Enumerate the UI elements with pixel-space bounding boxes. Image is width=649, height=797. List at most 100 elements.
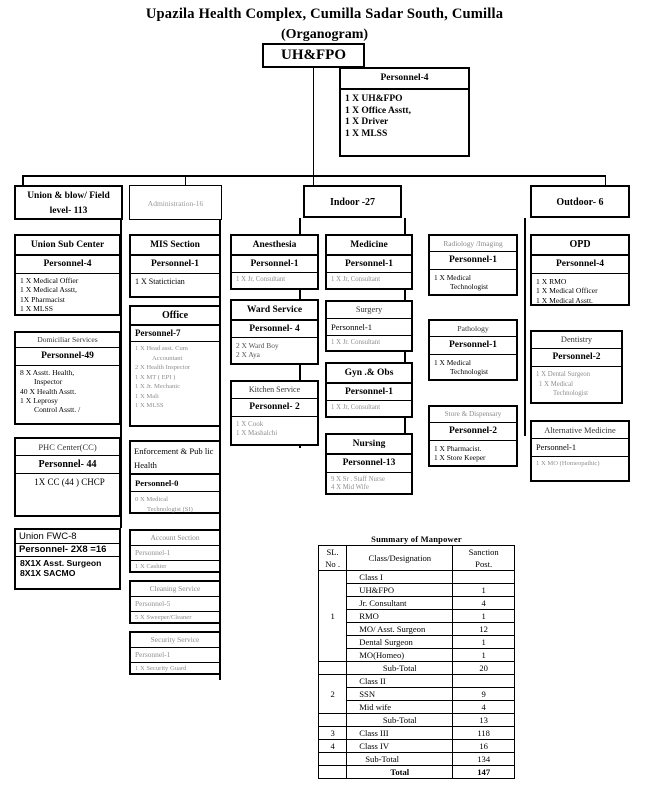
list-item: 8 X Asstt. Health, bbox=[20, 368, 75, 377]
list-item: 1 X MLSS bbox=[135, 402, 164, 410]
branch-box-administration[interactable]: Administration-16 bbox=[129, 185, 222, 220]
summary-table: SL. Class/Designation Sanction No . Post… bbox=[317, 545, 515, 779]
card-personnel: Personnel-7 bbox=[131, 326, 219, 342]
card-list: 5 X Sweeper/Cleaner bbox=[131, 612, 219, 624]
card-domiciliary-services[interactable]: Domiciliar Services Personnel-49 8 X Ass… bbox=[14, 331, 121, 425]
card-kitchen-service[interactable]: Kitchen Service Personnel- 2 1 X Cook 1 … bbox=[230, 380, 319, 446]
card-security-service[interactable]: Security Service Personnel-1 1 X Securit… bbox=[129, 631, 221, 675]
card-ward-service[interactable]: Ward Service Personnel- 4 2 X Ward Boy 2… bbox=[230, 299, 319, 365]
list-item: 1 X Dental Surgeon bbox=[536, 371, 591, 378]
card-office[interactable]: Office Personnel-7 1 X Head asst. Cum Ac… bbox=[129, 305, 221, 427]
list-item: 1 X Head asst. Cum bbox=[135, 345, 188, 352]
cell-post: 1 bbox=[452, 609, 515, 623]
connector-drop-union bbox=[22, 175, 24, 185]
cell-post: 134 bbox=[452, 752, 515, 766]
card-union-fwc[interactable]: Union FWC-8 Personnel- 2X8 =16 8X1X Asst… bbox=[14, 528, 121, 590]
cell-post: 12 bbox=[452, 622, 515, 636]
card-enforcement-public-health[interactable]: Enforcement & Pub lic Health Personnel-0… bbox=[129, 440, 221, 514]
list-item: 1 X Mali bbox=[135, 392, 159, 400]
list-item: 1 X RMO bbox=[536, 277, 567, 286]
card-title: Pathology bbox=[430, 321, 516, 337]
card-list: 8 X Asstt. Health, Inspector 40 X Health… bbox=[16, 366, 119, 416]
cell-post: 1 bbox=[452, 635, 515, 649]
list-item: 2 X Aya bbox=[236, 350, 260, 360]
list-item: 1 X Medical Offier bbox=[20, 276, 79, 285]
cell-sl: 4 bbox=[317, 739, 348, 753]
list-item: 1 X MLSS bbox=[345, 128, 388, 139]
branch-box-outdoor[interactable]: Outdoor- 6 bbox=[530, 185, 630, 218]
card-union-sub-center[interactable]: Union Sub Center Personnel-4 1 X Medical… bbox=[14, 234, 121, 316]
card-account-section[interactable]: Account Section Personnel-1 1 X Cashier bbox=[129, 529, 221, 573]
card-personnel: Personnel-1 bbox=[327, 319, 411, 336]
card-list: 1 X Jr, Consultant bbox=[327, 401, 411, 414]
card-list: 9 X Sr . Staff Nurse 4 X Mid Wife bbox=[327, 473, 411, 495]
cell-label: Jr. Consultant bbox=[346, 596, 454, 610]
summary-table-wrap: Summary of Manpower SL. Class/Designatio… bbox=[317, 534, 515, 779]
card-medicine[interactable]: Medicine Personnel-1 1 X Jr, Consultant bbox=[325, 234, 413, 290]
card-nursing[interactable]: Nursing Personnel-13 9 X Sr . Staff Nurs… bbox=[325, 433, 413, 495]
card-gyn-obs[interactable]: Gyn .& Obs Personnel-1 1 X Jr, Consultan… bbox=[325, 362, 413, 418]
card-personnel: Personnel-4 bbox=[532, 256, 628, 274]
card-title: Account Section bbox=[131, 531, 219, 546]
card-anesthesia[interactable]: Anesthesia Personnel-1 1 X Jr, Consultan… bbox=[230, 234, 319, 290]
cell-label: Mid wife bbox=[346, 700, 454, 714]
card-title: Union FWC-8 bbox=[16, 530, 119, 544]
root-box-uhfpo[interactable]: UH&FPO bbox=[262, 43, 365, 68]
card-personnel: Personnel-2 bbox=[430, 423, 516, 441]
card-alternative-medicine[interactable]: Alternative Medicine Personnel-1 1 X MO … bbox=[530, 420, 630, 482]
list-item: 1 X Jr. Mechanic bbox=[135, 383, 181, 391]
list-item: 1 X MLSS bbox=[20, 303, 53, 313]
branch-box-indoor[interactable]: Indoor -27 bbox=[303, 185, 402, 218]
cell-label: MO(Homeo) bbox=[346, 648, 454, 662]
branch-box-union[interactable]: Union & blow/ Field level- 113 bbox=[14, 185, 123, 220]
card-personnel: Personnel-0 bbox=[131, 475, 219, 492]
list-item: 1 X Security Guard bbox=[135, 665, 187, 672]
card-mis-section[interactable]: MIS Section Personnel-1 1 X Statictician bbox=[129, 234, 221, 298]
cell-sl: 1 bbox=[317, 570, 348, 662]
card-radiology-imaging[interactable]: Radiology /Imaging Personnel-1 1 X Medic… bbox=[428, 234, 518, 296]
card-pathology[interactable]: Pathology Personnel-1 1 X Medical Techno… bbox=[428, 319, 518, 381]
card-title: PHC Center(CC) bbox=[16, 439, 119, 456]
col-header-no: No . bbox=[317, 558, 348, 571]
card-dentistry[interactable]: Dentistry Personnel-2 1 X Dental Surgeon… bbox=[530, 330, 623, 404]
card-title: Ward Service bbox=[232, 301, 317, 321]
card-store-dispensary[interactable]: Store & Dispensary Personnel-2 1 X Pharm… bbox=[428, 405, 518, 467]
card-personnel: Personnel-4 bbox=[16, 256, 119, 274]
cell-label: RMO bbox=[346, 609, 454, 623]
card-opd[interactable]: OPD Personnel-4 1 X RMO 1 X Medical Offi… bbox=[530, 234, 630, 306]
list-item: 8X1X SACMO bbox=[20, 567, 76, 578]
card-surgery[interactable]: Surgery Personnel-1 1 X Jr. Consultant bbox=[325, 300, 413, 352]
card-personnel: Personnel-5 bbox=[131, 597, 219, 612]
card-phc-center[interactable]: PHC Center(CC) Personnel- 44 1X CC (44 )… bbox=[14, 437, 121, 517]
list-item: 1 X UH&FPO bbox=[345, 94, 403, 104]
cell-post: 13 bbox=[452, 713, 515, 727]
list-item: 1 X Medical Asstt, bbox=[20, 285, 77, 295]
card-personnel: Personnel-1 bbox=[430, 252, 516, 270]
connector-root-vertical bbox=[313, 68, 314, 176]
root-label: UH&FPO bbox=[281, 47, 346, 63]
card-personnel: Personnel-1 bbox=[532, 439, 628, 457]
list-item: 1 X Leprosy bbox=[20, 395, 58, 405]
list-item: 1 X Jr, Consultant bbox=[236, 276, 286, 283]
card-personnel: Personnel-1 bbox=[131, 546, 219, 561]
list-item: 1 X MO (Homeopathic) bbox=[536, 460, 600, 467]
card-personnel: Personnel-1 bbox=[131, 256, 219, 274]
root-personnel-box[interactable]: Personnel-4 1 X UH&FPO 1 X Office Asstt,… bbox=[339, 67, 470, 157]
card-personnel: Personnel-2 bbox=[532, 349, 621, 367]
list-item: 1 X Medical Asstt. bbox=[536, 295, 593, 305]
table-header-row: SL. Class/Designation Sanction bbox=[317, 545, 515, 571]
card-title: Nursing bbox=[327, 435, 411, 455]
card-cleaning-service[interactable]: Cleaning Service Personnel-5 5 X Sweeper… bbox=[129, 580, 221, 624]
card-title: Office bbox=[131, 307, 219, 326]
branch-label-union: Union & blow/ Field level- 113 bbox=[27, 191, 110, 216]
card-list: 0 X Medical Technologist (SI) bbox=[131, 492, 219, 517]
col-header-class: Class/Designation bbox=[346, 545, 454, 571]
cell-label: Sub-Total bbox=[346, 713, 454, 727]
card-title: Store & Dispensary bbox=[430, 407, 516, 423]
cell-sl bbox=[317, 752, 348, 766]
card-personnel: Personnel- 2X8 =16 bbox=[16, 544, 119, 557]
